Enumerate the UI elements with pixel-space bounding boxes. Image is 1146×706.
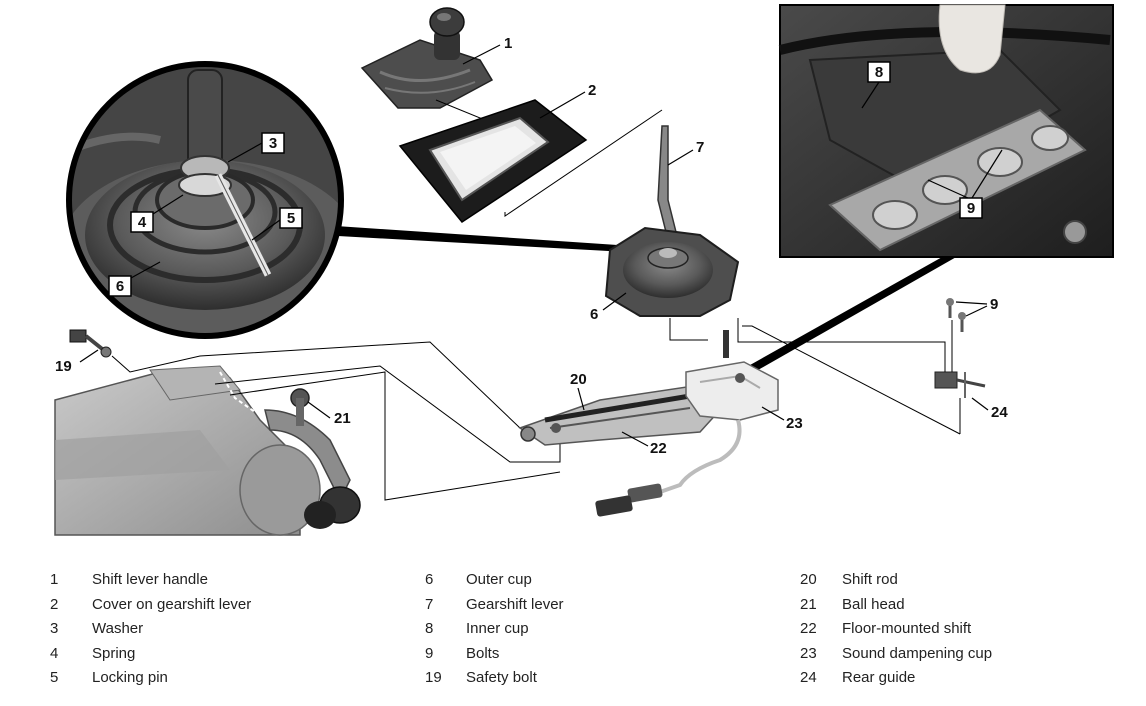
floor-mounted-shift [518,384,721,446]
svg-text:6: 6 [590,306,598,323]
callout-19: 19 [55,349,99,375]
svg-text:20: 20 [570,371,587,388]
safety-bolt [69,329,112,358]
svg-text:9: 9 [967,200,975,217]
transmission-housing [54,365,361,536]
gearshift-exploded-diagram: 3 4 5 6 1 2 [54,4,1114,536]
svg-text:4: 4 [138,214,147,231]
svg-text:21: 21 [334,410,351,427]
svg-text:23: 23 [786,415,803,432]
callout-1: 1 [462,35,512,65]
svg-text:6: 6 [116,278,124,295]
callout-24: 24 [971,397,1008,421]
svg-text:19: 19 [55,358,72,375]
svg-text:22: 22 [650,440,667,457]
callout-4: 4 [130,194,184,233]
svg-text:1: 1 [504,35,512,52]
shift-lever-handle [360,7,494,109]
rear-guide [934,371,986,398]
callout-9-photo: 9 [927,149,1003,219]
callout-23: 23 [761,406,803,432]
callout-9: 9 [955,296,998,317]
cable-end [595,483,663,517]
magnified-detail-circle [66,61,344,339]
assembly-line [504,109,663,217]
zoom-connector [336,226,662,254]
svg-text:3: 3 [269,135,277,152]
svg-text:9: 9 [990,296,998,313]
callout-6-detail: 6 [108,261,161,297]
bolts [946,298,966,332]
assembly-line [742,325,961,435]
assembly-line [669,318,708,341]
svg-text:8: 8 [875,64,883,81]
callout-7: 7 [667,139,704,166]
callout-2: 2 [539,82,596,119]
shift-cable [659,419,742,494]
svg-text:2: 2 [588,82,596,99]
callout-8: 8 [861,61,891,109]
gearshift-cover [398,99,588,223]
assembly-line [737,318,946,372]
assembly-line-dashed [219,371,256,413]
callout-5: 5 [251,207,303,241]
assembly-line [229,371,561,501]
callout-20: 20 [570,371,587,411]
assembly-line [214,365,561,463]
callout-6: 6 [590,292,627,323]
outer-cup [604,226,740,317]
photo-inset [778,4,1114,258]
svg-text:5: 5 [287,210,295,227]
sound-dampening-cup [685,330,779,421]
callout-21: 21 [307,401,351,427]
svg-text:24: 24 [991,404,1008,421]
callout-22: 22 [621,431,667,457]
callout-3: 3 [227,132,285,163]
photo-connector [734,256,958,378]
svg-text:7: 7 [696,139,704,156]
